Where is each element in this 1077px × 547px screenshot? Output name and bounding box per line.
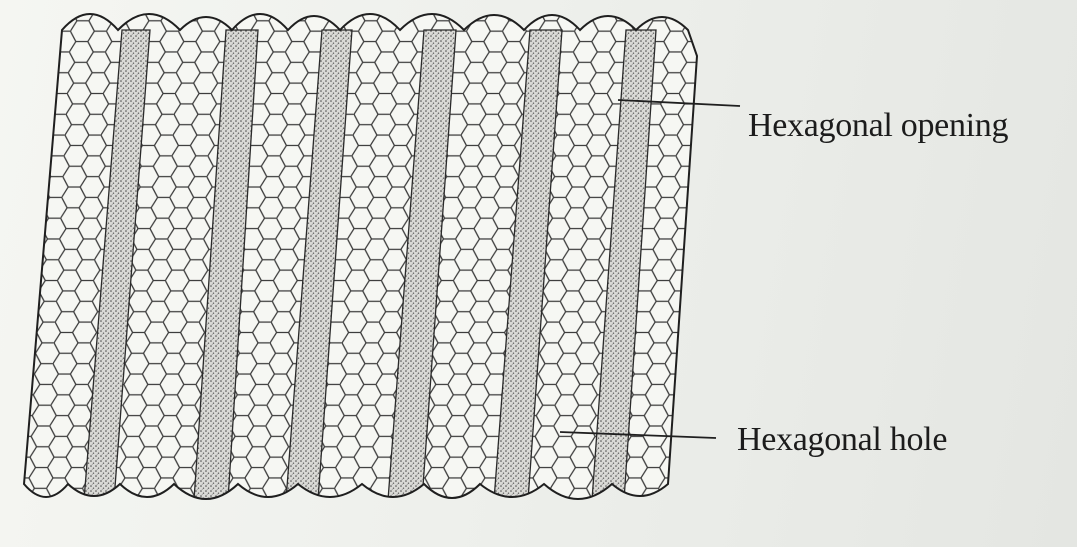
label-hexagonal-hole: Hexagonal hole [737,421,947,459]
label-hexagonal-opening: Hexagonal opening [748,107,1008,145]
mesh-sheet [0,0,720,547]
